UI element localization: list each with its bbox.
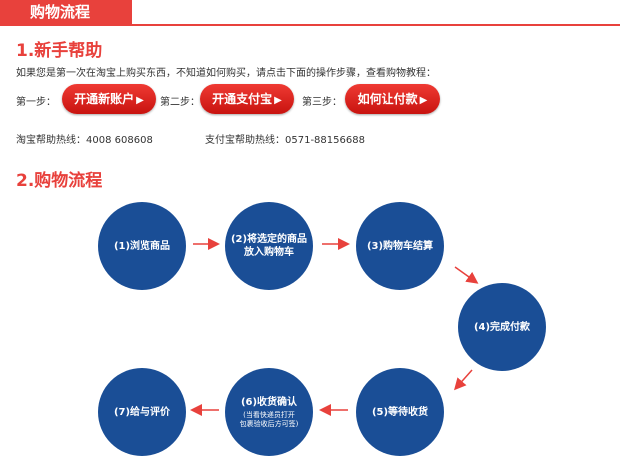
header-title: 购物流程 [0, 0, 132, 24]
triangle-right-icon: ▶ [274, 95, 282, 106]
how-to-pay-button[interactable]: 如何让付款▶ [345, 84, 440, 114]
step-2-label: 第二步： [160, 97, 200, 108]
flow-step-6-text: (6)收货确认 [240, 396, 298, 408]
step-1-label: 第一步： [16, 97, 56, 108]
flow-step-6: (6)收货确认 (当看快递员打开 包裹验收后方可签) [225, 368, 313, 456]
flow-step-4: (4)完成付款 [458, 283, 546, 371]
flow-step-6-note-2: 包裹验收后方可签) [239, 419, 299, 428]
header-rule [0, 24, 620, 26]
flow-step-5: (5)等待收货 [356, 368, 444, 456]
section-title-flow: 2.购物流程 [16, 171, 103, 191]
flow-step-7: (7)给与评价 [98, 368, 186, 456]
flow-step-6-note-1: (当看快递员打开 [243, 410, 295, 419]
arrow-icon [454, 369, 473, 391]
flow-step-1-text: (1)浏览商品 [113, 240, 171, 252]
taobao-hotline: 淘宝帮助热线：4008 608608 [16, 135, 153, 146]
alipay-hotline: 支付宝帮助热线：0571-88156688 [205, 135, 365, 146]
arrow-icon [454, 266, 479, 284]
flow-step-6-note: (当看快递员打开 包裹验收后方可签) [240, 411, 299, 429]
triangle-right-icon: ▶ [419, 95, 428, 106]
flow-step-5-text: (5)等待收货 [371, 406, 429, 418]
section-title-help: 1.新手帮助 [16, 41, 103, 61]
step-3-label: 第三步： [302, 97, 342, 108]
flow-step-2-text: (2)将选定的商品 [230, 234, 308, 245]
flow-step-2: (2)将选定的商品 放入购物车 [225, 202, 313, 290]
how-to-pay-label: 如何让付款 [357, 92, 418, 106]
flow-step-1: (1)浏览商品 [98, 202, 186, 290]
flow-step-2-text-2: 放入购物车 [244, 247, 294, 258]
triangle-right-icon: ▶ [136, 95, 144, 106]
flow-step-3-text: (3)购物车结算 [366, 240, 434, 252]
open-alipay-label: 开通支付宝 [212, 92, 273, 106]
help-intro: 如果您是第一次在淘宝上购买东西，不知道如何购买，请点击下面的操作步骤，查看购物教… [16, 68, 436, 79]
open-account-button[interactable]: 开通新账户▶ [62, 84, 156, 114]
flow-step-3: (3)购物车结算 [356, 202, 444, 290]
flow-step-4-text: (4)完成付款 [473, 321, 531, 333]
open-account-label: 开通新账户 [74, 92, 135, 106]
flow-step-7-text: (7)给与评价 [113, 406, 171, 418]
open-alipay-button[interactable]: 开通支付宝▶ [200, 84, 294, 114]
